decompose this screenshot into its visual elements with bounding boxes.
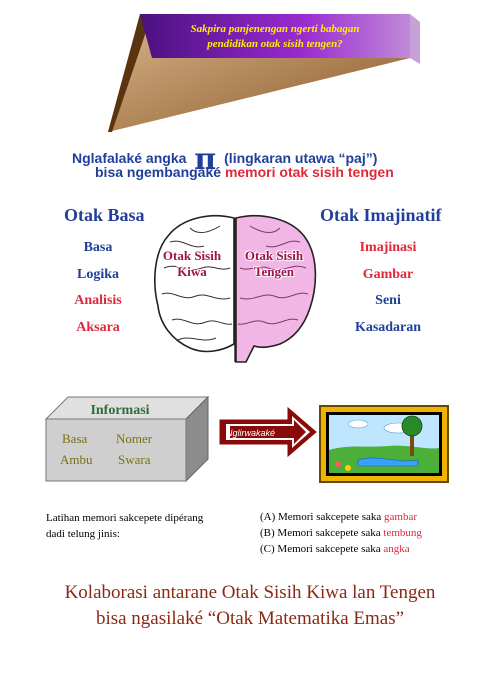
pi-intro-line-2: bisa ngembangaké memori otak sisih tenge… (95, 164, 475, 180)
right-column-title: Otak Imajinatif (320, 205, 442, 225)
right-item-gambar: Gambar (362, 267, 414, 282)
memory-option-a-highlight: gambar (384, 511, 417, 523)
pi-symbol: π (194, 142, 217, 177)
memory-intro-line-2: dadi telung jinis: (46, 528, 120, 540)
banner-line-1: Sakpira panjenengan ngerti babagan (190, 23, 360, 35)
info-word-nomer: Nomer (116, 431, 153, 446)
banner-question: Sakpira panjenengan ngerti babagan pendi… (150, 22, 400, 52)
right-item-seni: Seni (375, 293, 401, 308)
left-item-aksara: Aksara (76, 320, 120, 335)
arrow-graphic (219, 406, 317, 458)
right-item-kasadaran: Kasadaran (354, 320, 422, 335)
left-item-logika: Logika (76, 267, 119, 282)
memory-option-b-highlight: tembung (383, 527, 422, 539)
memory-option-a: (A) Memori sakcepete saka gambar (260, 509, 500, 525)
brain-illustration (154, 214, 317, 363)
memory-option-c-prefix: (C) Memori sakcepete saka (260, 543, 381, 555)
pi-intro-part2: (lingkaran utawa “paj”) (224, 150, 378, 166)
memory-intro: Latihan memori sakcepete dipérang dadi t… (46, 510, 246, 542)
memory-option-c: (C) Memori sakcepete saka angka (260, 541, 500, 557)
brain-right-label: Otak Sisih Tengen (234, 248, 314, 280)
memory-options: (A) Memori sakcepete saka gambar (B) Mem… (260, 509, 500, 557)
pi-intro-part1: Nglafalaké angka (72, 150, 187, 166)
info-box-graphic (44, 395, 210, 483)
memory-option-a-prefix: (A) Memori sakcepete saka (260, 511, 382, 523)
footer-conclusion: Kolaborasi antarane Otak Sisih Kiwa lan … (0, 580, 500, 632)
left-column-title: Otak Basa (64, 205, 145, 225)
footer-line-1: Kolaborasi antarane Otak Sisih Kiwa lan … (64, 582, 436, 603)
info-box-title: Informasi (90, 403, 150, 418)
footer-line-2: bisa ngasilaké “Otak Matematika Emas” (95, 608, 405, 629)
brain-right-label-1: Otak Sisih (244, 248, 304, 263)
left-item-basa: Basa (83, 240, 113, 255)
framed-landscape-picture (319, 405, 449, 483)
pi-intro-line-1: Nglafalaké angka π (lingkaran utawa “paj… (72, 142, 452, 177)
memory-option-b-prefix: (B) Memori sakcepete saka (260, 527, 381, 539)
brain-left-label-2: Kiwa (177, 264, 207, 279)
info-word-swara: Swara (118, 452, 151, 467)
banner-graphic (108, 14, 420, 132)
right-item-imajinasi: Imajinasi (359, 240, 417, 255)
left-item-analisis: Analisis (74, 293, 122, 308)
info-word-ambu: Ambu (60, 452, 93, 467)
memory-option-b: (B) Memori sakcepete saka tembung (260, 525, 500, 541)
pi-intro-line2-red: memori otak sisih tengen (224, 164, 394, 180)
brain-left-label: Otak Sisih Kiwa (152, 248, 232, 280)
memory-intro-line-1: Latihan memori sakcepete dipérang (46, 512, 204, 524)
banner-line-2: pendidikan otak sisih tengen? (207, 38, 343, 50)
memory-option-c-highlight: angka (383, 543, 410, 555)
info-word-basa: Basa (62, 431, 88, 446)
brain-left-label-1: Otak Sisih (162, 248, 222, 263)
pi-intro-line2-plain: bisa ngembangaké (95, 164, 222, 180)
arrow-label: Nglirwakaké (226, 428, 276, 438)
brain-right-label-2: Tengen (254, 264, 294, 279)
